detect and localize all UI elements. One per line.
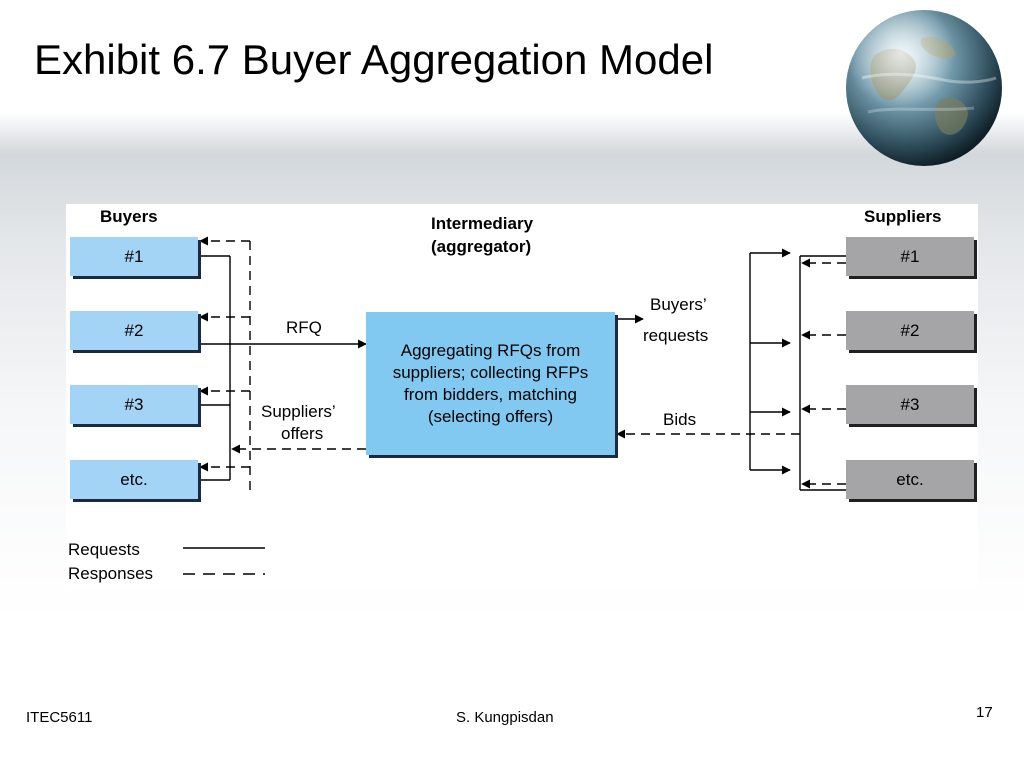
page-number: 17 — [976, 704, 993, 721]
footer-author: S. Kungpisdan — [456, 709, 554, 726]
globe-icon — [846, 10, 1002, 166]
legend-requests-label: Requests — [68, 540, 140, 559]
legend-responses-label: Responses — [68, 564, 154, 583]
suppliers-offers-label-line-1: Suppliers’ — [261, 402, 336, 421]
aggregator-text-line-1: Aggregating RFQs from — [400, 340, 581, 360]
aggregator-text-line-3: from bidders, matching — [404, 384, 577, 404]
supplier-box-1: #1 — [846, 237, 974, 276]
footer-course-code: ITEC5611 — [26, 709, 93, 726]
buyers-heading: Buyers — [100, 207, 158, 226]
buyer-response-lines — [199, 236, 366, 496]
suppliers-offers-label-line-2: offers — [281, 424, 324, 443]
aggregator-text-line-4: (selecting offers) — [427, 406, 554, 426]
aggregator-box: Aggregating RFQs from suppliers; collect… — [366, 312, 615, 455]
supplier-box-etc: etc. — [846, 460, 974, 499]
intermediary-heading: Intermediary — [431, 214, 534, 233]
buyer-box-etc: etc. — [70, 460, 198, 499]
rfq-label: RFQ — [286, 318, 322, 337]
buyers-requests-label-line-2: requests — [643, 326, 709, 345]
buyer-box-3: #3 — [70, 385, 198, 424]
buyers-requests-label-line-1: Buyers’ — [650, 295, 707, 314]
aggregator-text-line-2: suppliers; collecting RFPs — [392, 362, 589, 382]
buyer-box-2: #2 — [70, 311, 198, 350]
suppliers-heading: Suppliers — [864, 207, 942, 226]
buyer-request-lines — [198, 255, 367, 481]
slide-title: Exhibit 6.7 Buyer Aggregation Model — [34, 36, 714, 83]
aggregator-heading: (aggregator) — [431, 237, 532, 256]
buyer-box-1: #1 — [70, 237, 198, 276]
supplier-response-lines — [616, 258, 846, 489]
bids-label: Bids — [663, 410, 697, 429]
supplier-box-2: #2 — [846, 311, 974, 350]
supplier-request-lines — [615, 248, 846, 491]
supplier-box-3: #3 — [846, 385, 974, 424]
